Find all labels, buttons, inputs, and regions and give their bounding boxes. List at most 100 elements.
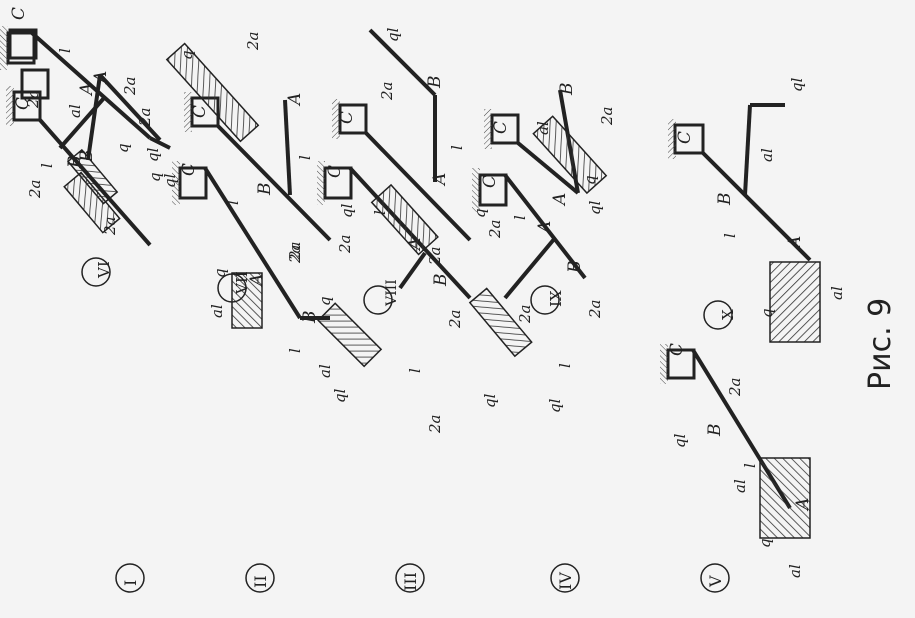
label-IV-A: A	[535, 221, 555, 235]
label-IV-2a-2: 2a	[516, 305, 534, 325]
label-IX-al: al	[534, 121, 552, 135]
label-VIII-l: l	[448, 145, 466, 150]
variant-IV-number: IV	[556, 572, 575, 590]
label-VI-ql: ql	[144, 147, 162, 162]
label-V-ql: ql	[671, 433, 689, 448]
label-III-q: q	[316, 296, 334, 306]
label-IV-C: C	[480, 175, 500, 188]
variant-II: C A B q al 2a l al ql II	[172, 161, 349, 593]
label-X-B: B	[715, 193, 735, 207]
label-IX-B: B	[557, 83, 577, 97]
variant-IX-number: IX	[547, 290, 565, 307]
label-V-al-2: al	[786, 564, 804, 578]
label-VII-l-2: l	[224, 200, 242, 205]
label-VI-al: al	[66, 104, 84, 118]
label-VII-q: q	[178, 50, 196, 60]
label-IX-A: A	[550, 193, 570, 207]
label-X-al: al	[758, 148, 776, 162]
label-X-al-2: al	[828, 286, 846, 300]
label-V-al: al	[731, 479, 749, 493]
label-IX-q: q	[581, 175, 599, 185]
label-II-C: C	[179, 163, 199, 176]
label-VII-l: l	[296, 155, 314, 160]
variant-V: C A B 2a l al q al ql V	[660, 343, 813, 593]
figure-caption: Рис. 9	[863, 298, 898, 390]
label-II-l: l	[286, 348, 304, 353]
label-IV-2a-3: 2a	[586, 300, 604, 320]
label-I-C: C	[9, 7, 29, 20]
label-I-l: l	[56, 48, 74, 53]
label-IV-2a: 2a	[486, 220, 504, 240]
label-IV-ql: ql	[546, 398, 564, 413]
label-II-A: A	[247, 274, 267, 288]
label-VI-B: B	[77, 150, 97, 164]
label-V-A: A	[793, 498, 813, 512]
label-I-q: q	[114, 143, 132, 153]
label-V-l: l	[741, 463, 759, 468]
variant-VII-number: VII	[233, 271, 251, 295]
label-II-B: B	[300, 311, 320, 325]
label-VIII-2a: 2a	[378, 82, 396, 102]
label-VIII-2a-2: 2a	[426, 247, 444, 267]
label-VII-C: C	[190, 105, 210, 118]
label-VI-A: A	[77, 83, 97, 97]
label-III-ql: ql	[481, 393, 499, 408]
variant-X-number: X	[719, 309, 737, 320]
label-II-ql: ql	[331, 388, 349, 403]
label-V-2a: 2a	[726, 378, 744, 398]
variant-X-group: C A B al l al q ql X	[668, 77, 846, 343]
label-X-ql: ql	[788, 77, 806, 92]
label-II-al: al	[208, 304, 226, 318]
label-VI-q: q	[146, 172, 164, 182]
variant-VI-drawing	[20, 68, 50, 100]
label-I-2a-3: 2a	[136, 108, 154, 128]
variant-IV: C A B 2a l 2a 2a ql IV	[468, 168, 604, 593]
variant-VI-number: VI	[95, 261, 113, 279]
variant-VIII-number: VIII	[384, 279, 400, 307]
label-II-q: q	[211, 268, 229, 278]
label-III-C: C	[325, 165, 345, 178]
label-III-2a-2: 2a	[446, 310, 464, 330]
label-X-C: C	[675, 131, 695, 144]
label-V-q: q	[756, 538, 774, 548]
label-VII-2a: 2a	[244, 32, 262, 52]
label-X-q: q	[758, 308, 776, 318]
label-III-l: l	[406, 368, 424, 373]
label-III-2a-3: 2a	[426, 415, 444, 435]
label-IV-B: B	[565, 261, 585, 275]
variant-I-number: I	[121, 580, 140, 586]
label-VIII-ql: ql	[384, 27, 402, 42]
label-VIII-A: A	[430, 173, 450, 187]
label-III-B: B	[431, 274, 451, 288]
label-VII-A: A	[285, 93, 305, 107]
label-V-B: B	[705, 424, 725, 438]
label-VII-B: B	[255, 183, 275, 197]
variant-III-number: III	[401, 572, 420, 591]
variant-II-number: II	[251, 575, 270, 588]
label-VIII-l-2: l	[371, 210, 389, 215]
label-VII-ql: ql	[338, 203, 356, 218]
label-IX-l: l	[511, 215, 529, 220]
label-IV-l: l	[556, 363, 574, 368]
label-VII-2a-2: 2a	[286, 242, 304, 262]
label-I-2a-2: 2a	[26, 180, 44, 200]
variant-VI	[8, 28, 38, 60]
label-VIII-C: C	[337, 111, 357, 124]
label-V-C: C	[667, 343, 687, 356]
label-VIII-B: B	[425, 76, 445, 90]
label-II-2a: 2a	[286, 245, 304, 265]
label-IX-C: C	[491, 121, 511, 134]
variant-IX-group: C A B al 2a l q ql IX	[484, 83, 616, 315]
variant-VII-group: C A B 2a q l 2a l ql VII	[165, 32, 356, 303]
label-VI-C: C	[13, 97, 33, 110]
label-X-l: l	[721, 233, 739, 238]
variant-VI-group: C A B al 2a l 2a q ql VI	[6, 73, 164, 287]
label-IX-2a: 2a	[598, 107, 616, 127]
label-IX-ql: ql	[586, 200, 604, 215]
label-X-A: A	[785, 236, 805, 250]
label-VI-l: l	[38, 163, 56, 168]
label-II-al-2: al	[316, 364, 334, 378]
